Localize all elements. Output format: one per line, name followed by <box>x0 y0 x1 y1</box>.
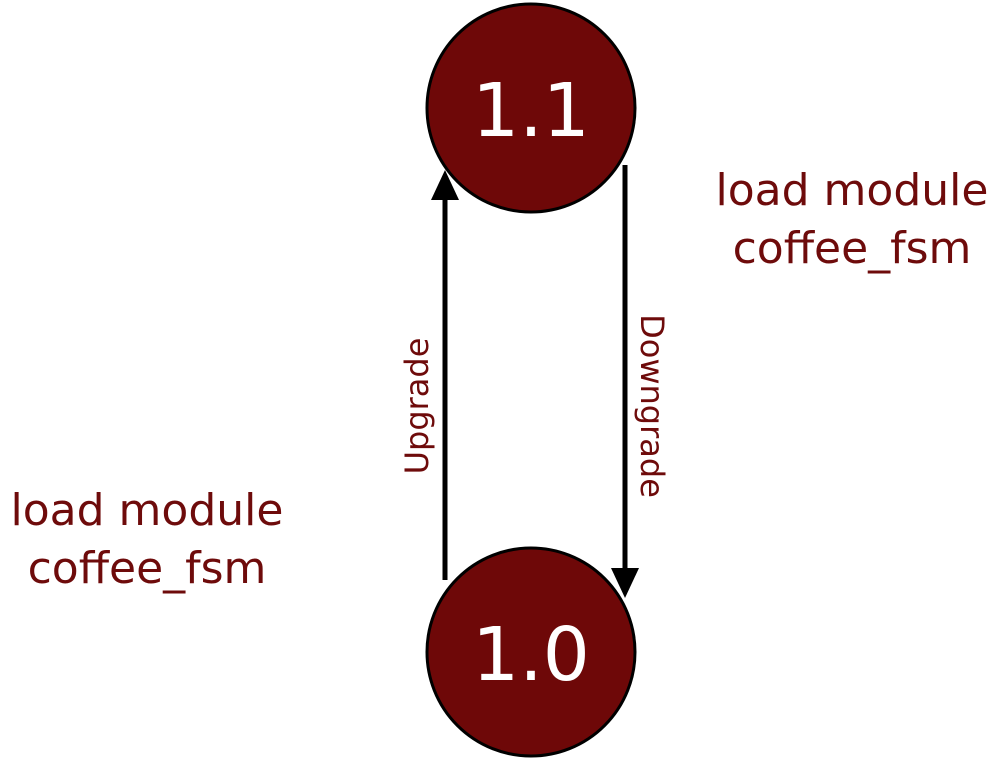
state-node-1-0-label: 1.0 <box>472 612 590 698</box>
annotation-right-line1: load module <box>716 165 989 216</box>
upgrade-edge <box>431 170 459 580</box>
upgrade-label: Upgrade <box>398 338 436 475</box>
annotation-right: load module coffee_fsm <box>716 165 989 274</box>
downgrade-edge <box>611 165 639 598</box>
state-node-1-1: 1.1 <box>425 2 637 214</box>
state-node-1-1-circle <box>425 2 637 214</box>
annotation-left-line1: load module <box>11 485 284 536</box>
state-node-1-0-circle <box>425 546 637 758</box>
annotation-left-line2: coffee_fsm <box>28 543 267 594</box>
state-node-1-0: 1.0 <box>425 546 637 758</box>
upgrade-arrowhead-icon <box>431 170 459 200</box>
state-node-1-1-label: 1.1 <box>472 68 590 154</box>
annotation-right-line2: coffee_fsm <box>733 223 972 274</box>
annotation-left: load module coffee_fsm <box>11 485 284 594</box>
downgrade-arrowhead-icon <box>611 568 639 598</box>
downgrade-label: Downgrade <box>633 314 671 498</box>
